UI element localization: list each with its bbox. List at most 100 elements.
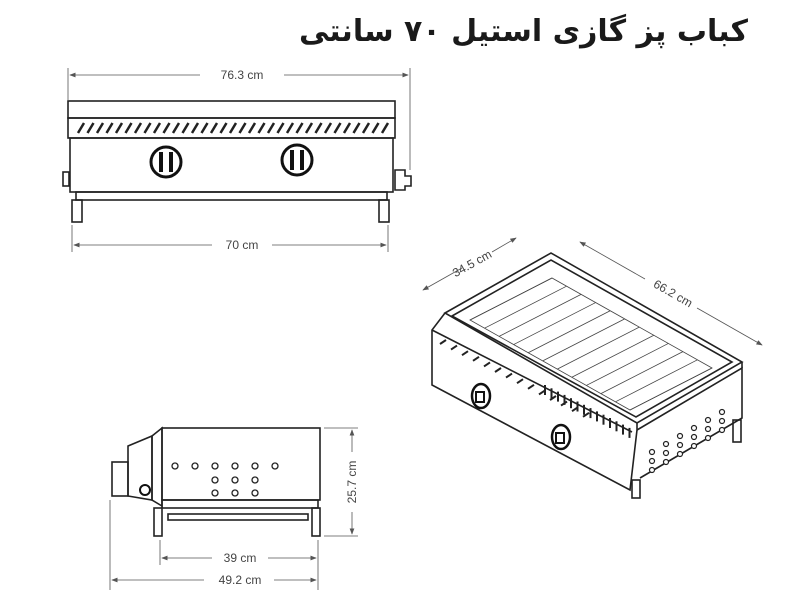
vent-slot bbox=[472, 355, 480, 362]
vent-hole bbox=[662, 449, 670, 457]
vent-slot bbox=[209, 122, 219, 134]
vent-hole bbox=[690, 424, 698, 432]
vent-slot bbox=[124, 122, 133, 134]
vent-slot bbox=[247, 122, 257, 134]
skewer-bar bbox=[571, 334, 655, 378]
vent-hole bbox=[648, 457, 656, 465]
vent-slot bbox=[181, 122, 190, 134]
page-title: کباب پز گازی استیل ۷۰ سانتی bbox=[298, 14, 748, 49]
vent-hole bbox=[690, 433, 698, 441]
vent-hole bbox=[231, 476, 239, 484]
vent-hole bbox=[211, 476, 219, 484]
vent-slot bbox=[86, 122, 95, 134]
vent-slot bbox=[342, 122, 352, 134]
vent-slot bbox=[257, 122, 266, 134]
vent-hole bbox=[662, 440, 670, 448]
skewer-bar bbox=[542, 318, 625, 362]
dim-front-leg-span: 70 cm bbox=[226, 238, 259, 252]
vent-slot bbox=[439, 339, 447, 345]
vent-slot bbox=[76, 122, 86, 134]
vent-slot bbox=[323, 122, 333, 134]
vent-hole bbox=[704, 425, 712, 433]
vent-slot bbox=[105, 122, 114, 134]
vent-hole bbox=[676, 432, 684, 440]
skewer-bar bbox=[629, 367, 713, 411]
vent-slot bbox=[133, 122, 143, 134]
vent-slot bbox=[190, 122, 200, 134]
vent-hole bbox=[690, 442, 698, 450]
vent-hole bbox=[251, 462, 259, 470]
vent-hole bbox=[191, 462, 199, 470]
dim-front-overall-width: 76.3 cm bbox=[221, 68, 264, 82]
vent-slot bbox=[276, 122, 285, 134]
skewer-bar bbox=[586, 343, 669, 386]
skewer-bar bbox=[527, 310, 611, 354]
vent-hole bbox=[211, 489, 219, 497]
vent-hole bbox=[231, 489, 239, 497]
vent-slot bbox=[314, 122, 323, 134]
vent-slot bbox=[494, 367, 502, 373]
vent-hole bbox=[171, 462, 179, 470]
dim-iso-length: 66.2 cm bbox=[651, 277, 695, 310]
vent-hole bbox=[704, 434, 712, 442]
vent-slot bbox=[527, 383, 535, 390]
skewer-bar bbox=[557, 326, 640, 370]
vent-slot bbox=[228, 122, 238, 134]
vent-slot bbox=[171, 122, 181, 134]
vent-hole bbox=[676, 450, 684, 458]
vent-slot bbox=[285, 122, 295, 134]
side-view: 25.7 cm 39 cm 49.2 cm bbox=[109, 426, 359, 590]
vent-slot bbox=[295, 122, 304, 134]
vent-slot bbox=[266, 122, 276, 134]
vent-slot bbox=[152, 122, 162, 134]
vent-slot bbox=[380, 122, 390, 134]
vent-hole bbox=[676, 441, 684, 449]
knob-icon bbox=[280, 143, 314, 177]
skewer-bar bbox=[600, 351, 684, 394]
vent-hole bbox=[704, 416, 712, 424]
dim-side-leg-span: 39 cm bbox=[224, 551, 257, 565]
vent-hole bbox=[662, 458, 670, 466]
vent-slot bbox=[162, 122, 171, 134]
dim-side-overall-depth: 49.2 cm bbox=[219, 573, 262, 587]
vent-slot bbox=[371, 122, 380, 134]
vent-hole bbox=[271, 462, 279, 470]
vent-slot bbox=[505, 372, 513, 379]
vent-slot bbox=[143, 122, 152, 134]
skewer-bar bbox=[469, 277, 553, 321]
vent-hole bbox=[211, 462, 219, 470]
vent-hole bbox=[718, 426, 726, 434]
knob-icon bbox=[470, 382, 492, 410]
vent-slot bbox=[95, 122, 105, 134]
vent-slot bbox=[304, 122, 314, 134]
vent-slot bbox=[450, 344, 458, 351]
vent-hole bbox=[251, 476, 259, 484]
knob-icon bbox=[550, 423, 572, 451]
skewer-bar bbox=[615, 359, 698, 403]
vent-slot bbox=[333, 122, 342, 134]
skewer-bar bbox=[484, 285, 567, 329]
vent-slot bbox=[114, 122, 124, 134]
isometric-view: 34.5 cm 66.2 cm bbox=[422, 237, 763, 499]
vent-slot bbox=[483, 361, 491, 368]
skewer-bar bbox=[498, 294, 582, 337]
vent-slot bbox=[200, 122, 209, 134]
vent-hole bbox=[648, 448, 656, 456]
vent-hole bbox=[648, 466, 656, 474]
dim-iso-depth: 34.5 cm bbox=[450, 247, 494, 280]
vent-hole bbox=[718, 417, 726, 425]
vent-hole bbox=[251, 489, 259, 497]
vent-slot bbox=[582, 411, 590, 418]
vent-slot bbox=[219, 122, 228, 134]
vent-hole bbox=[231, 462, 239, 470]
vent-hole bbox=[718, 408, 726, 416]
vent-slot bbox=[238, 122, 247, 134]
front-view: 76.3 cm 70 cm bbox=[62, 68, 412, 252]
vent-slot bbox=[361, 122, 371, 134]
vent-slot bbox=[549, 395, 557, 401]
dim-side-height: 25.7 cm bbox=[345, 461, 359, 504]
vent-slot bbox=[352, 122, 361, 134]
vent-slot bbox=[461, 350, 469, 357]
vent-slot bbox=[516, 378, 524, 385]
